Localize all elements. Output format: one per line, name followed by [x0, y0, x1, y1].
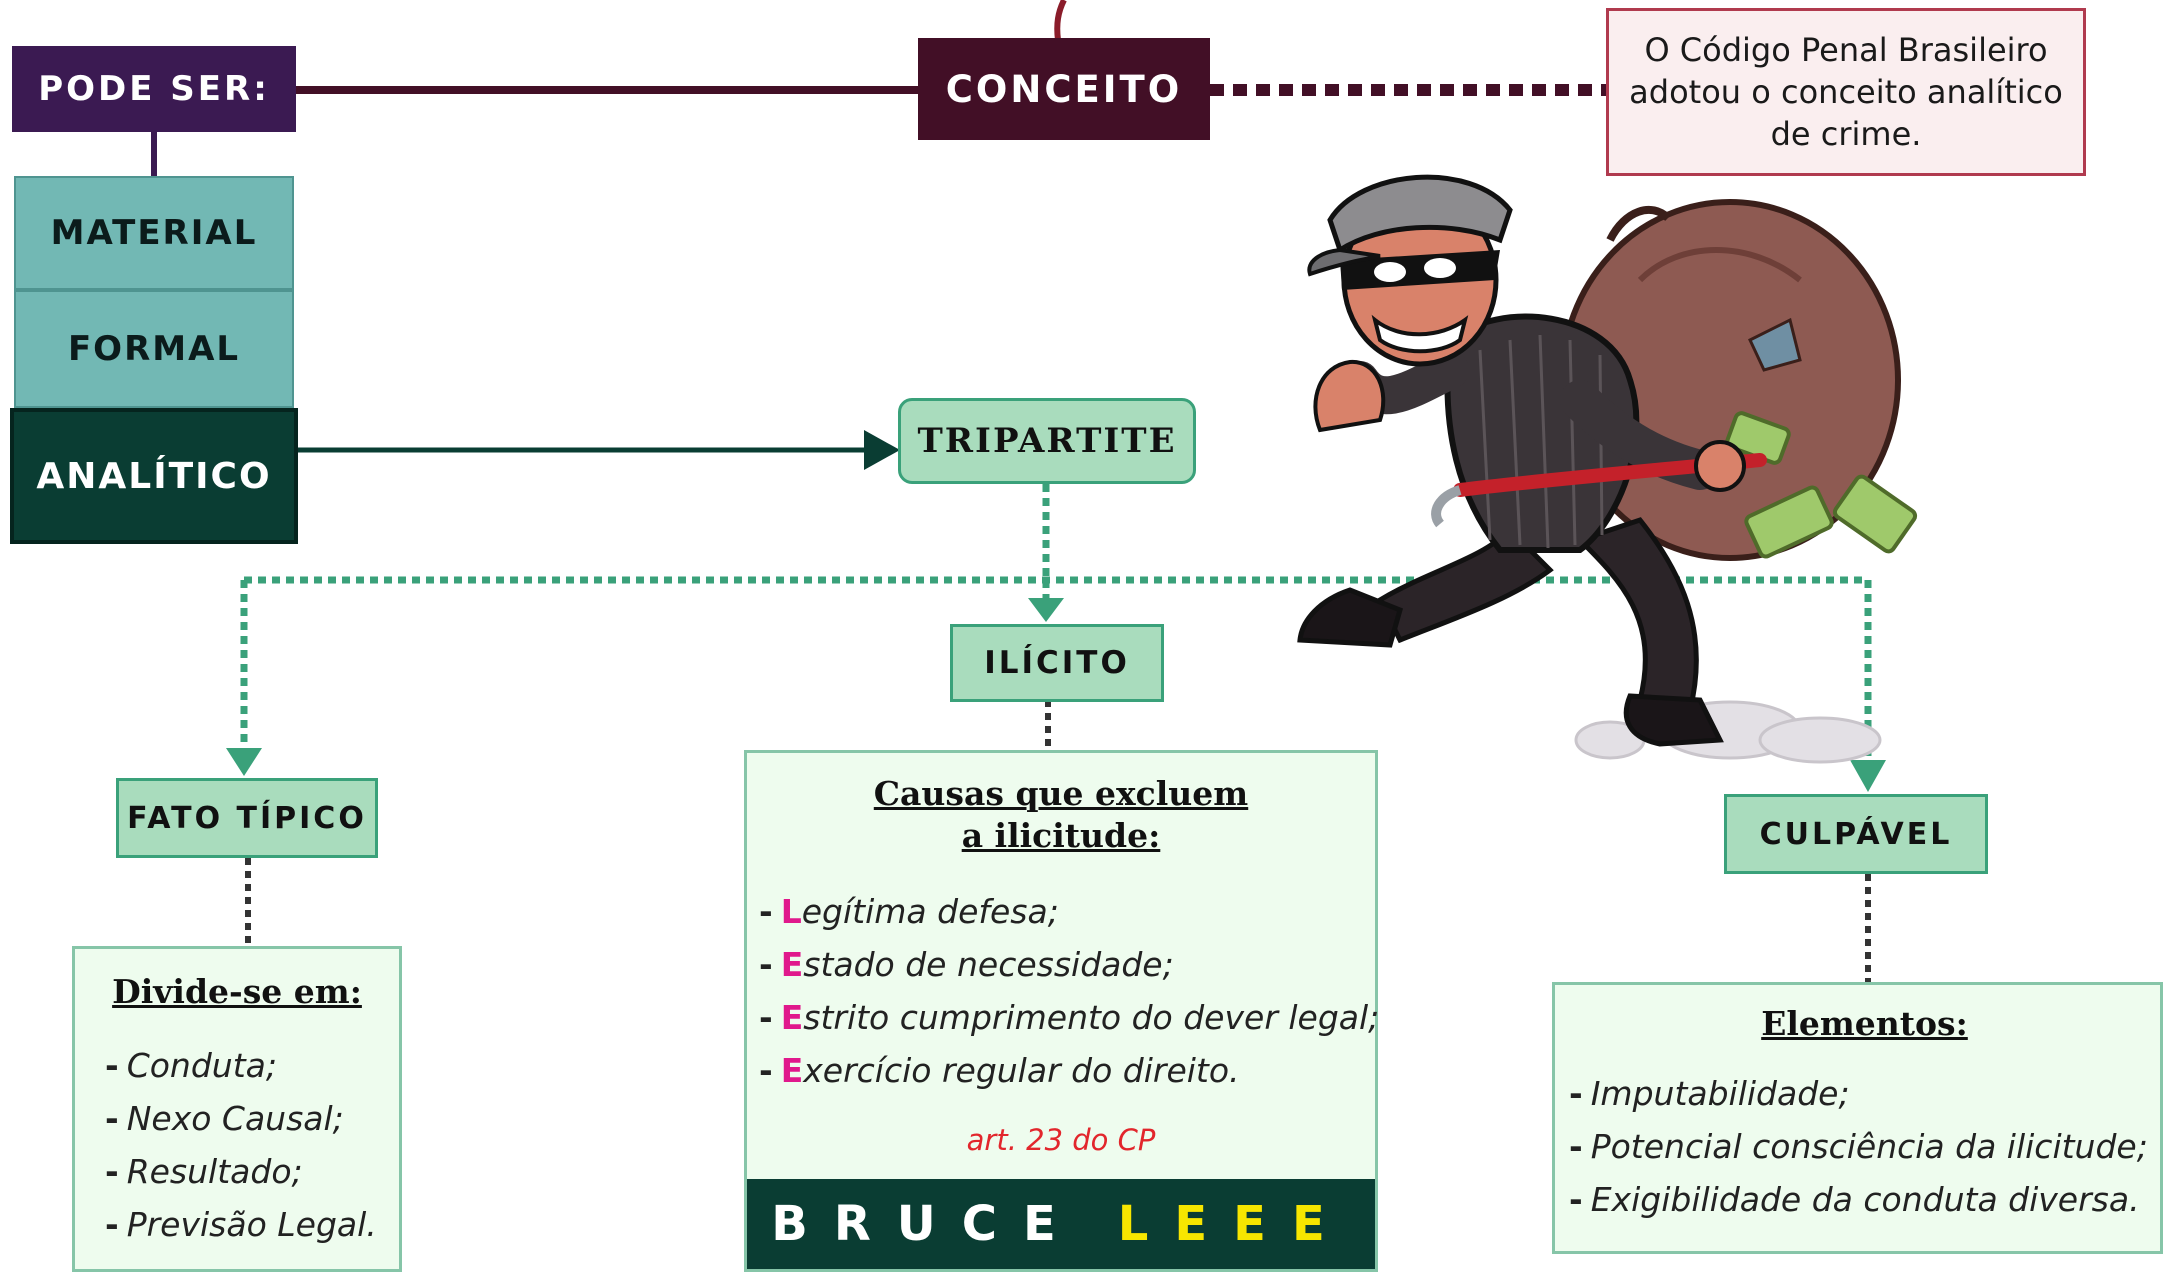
money-bills [1725, 411, 1918, 559]
ilicito-list: -Legítima defesa; -Estado de necessidade… [747, 885, 1380, 1097]
list-item: -Estado de necessidade; [759, 945, 1174, 984]
fato-tipico-heading: Divide-se em: [112, 972, 362, 1011]
analitico-arrowhead [864, 430, 900, 470]
fato-tipico-arrowhead [226, 748, 262, 776]
tripartite-label: TRIPARTITE [917, 421, 1177, 461]
formal-label: FORMAL [67, 329, 241, 369]
burglar-illustration [1297, 174, 1918, 764]
list-item: -Imputabilidade; [1569, 1074, 1850, 1113]
burglar-legs [1297, 517, 1724, 747]
formal-box: FORMAL [14, 290, 294, 408]
culpavel-heading: Elementos: [1761, 1004, 1968, 1043]
list-item: -Potencial consciência da ilicitude; [1569, 1127, 2148, 1166]
analitico-label: ANALÍTICO [36, 455, 272, 497]
tripartite-box: TRIPARTITE [898, 398, 1196, 484]
list-item: -Exigibilidade da conduta diversa. [1569, 1180, 2140, 1219]
ilicito-label: ILÍCITO [984, 645, 1130, 681]
dust-clouds [1574, 700, 1882, 764]
pode-ser-label: PODE SER: [38, 69, 270, 109]
culpavel-panel: Elementos: -Imputabilidade; -Potencial c… [1552, 982, 2163, 1254]
top-curve-line [1054, 0, 1067, 41]
material-box: MATERIAL [14, 176, 294, 290]
ilicito-arrowhead [1028, 598, 1064, 622]
culpavel-box: CULPÁVEL [1724, 794, 1988, 874]
culpavel-list: -Imputabilidade; -Potencial consciência … [1569, 1067, 2160, 1226]
culpavel-arrowhead [1850, 760, 1886, 792]
pode-ser-box: PODE SER: [12, 46, 296, 132]
ilicito-heading-line1: Causas que excluem [873, 774, 1249, 813]
cap [1327, 174, 1513, 254]
fato-tipico-box: FATO TÍPICO [116, 778, 378, 858]
list-item: -Conduta; [105, 1046, 277, 1085]
list-item: -Estrito cumprimento do dever legal; [759, 998, 1380, 1037]
burglar-head [1307, 174, 1513, 367]
fato-tipico-list: -Conduta; -Nexo Causal; -Resultado; -Pre… [105, 1039, 399, 1251]
conceito-box: CONCEITO [918, 38, 1210, 140]
list-item: -Nexo Causal; [105, 1099, 344, 1138]
note-box: O Código Penal Brasileiro adotou o conce… [1606, 8, 2086, 176]
list-item: -Resultado; [105, 1152, 303, 1191]
list-item: -Previsão Legal. [105, 1205, 377, 1244]
mnemonic-word-2: LEEE [1117, 1196, 1351, 1252]
list-item: -Exercício regular do direito. [759, 1051, 1240, 1090]
mnemonic-banner: BRUCE LEEE [747, 1179, 1375, 1269]
ilicito-box: ILÍCITO [950, 624, 1164, 702]
culpavel-label: CULPÁVEL [1759, 816, 1953, 852]
fato-tipico-panel: Divide-se em: -Conduta; -Nexo Causal; -R… [72, 946, 402, 1272]
material-label: MATERIAL [50, 213, 258, 253]
note-text: O Código Penal Brasileiro adotou o conce… [1629, 31, 2063, 153]
analitico-box: ANALÍTICO [10, 408, 298, 544]
fato-tipico-label: FATO TÍPICO [127, 800, 367, 836]
ilicito-panel: Causas que excluem a ilicitude: -Legítim… [744, 750, 1380, 1272]
legal-reference: art. 23 do CP [966, 1123, 1156, 1157]
mnemonic-word-1: BRUCE [771, 1196, 1082, 1252]
list-item: -Legítima defesa; [759, 892, 1059, 931]
ilicito-heading-line2: a ilicitude: [961, 816, 1161, 855]
conceito-label: CONCEITO [945, 67, 1183, 111]
